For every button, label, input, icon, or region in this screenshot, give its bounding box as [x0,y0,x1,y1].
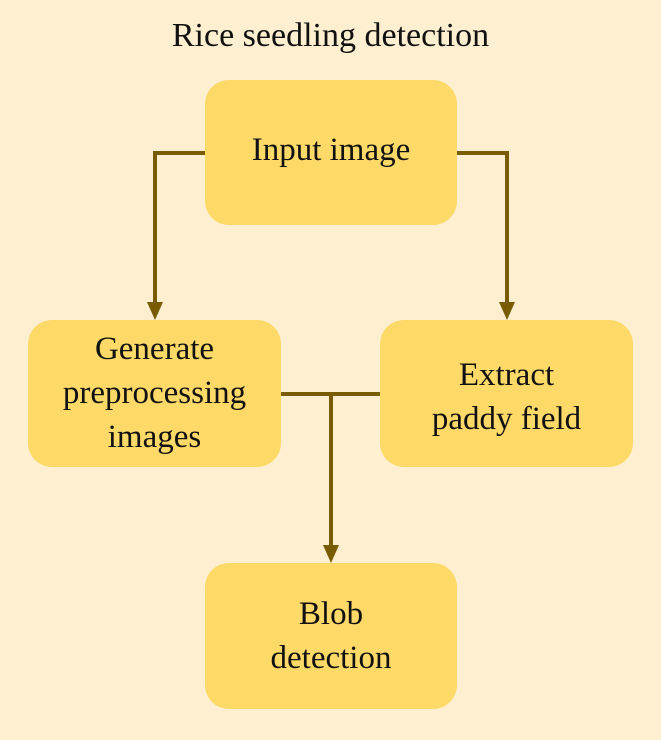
node-blob-line-2: detection [270,640,392,676]
node-blob-line-1: Blob [298,596,364,632]
edge-input-to-generate [153,151,205,303]
node-extract-line-1: Extract [458,356,555,393]
diagram-title: Rice seedling detection [171,17,490,54]
node-generate-line-3: images [107,418,202,455]
node-input-image: Input image [205,80,457,225]
node-input-image-label: Input image [252,128,411,172]
node-extract-paddy-field: Extract paddy field [380,320,633,467]
node-extract-line-2: paddy field [431,400,582,437]
node-blob-label: Blob detection [271,592,392,680]
arrowhead-extract [499,302,515,320]
node-generate-line-2: preprocessing [62,374,247,411]
node-blob-detection: Blob detection [205,563,457,709]
node-generate-preprocessing-images: Generate preprocessing images [28,320,281,467]
arrowhead-blob [323,545,339,563]
node-generate-line-1: Generate [94,330,215,367]
arrowhead-generate [147,302,163,320]
node-extract-label: Extract paddy field [432,353,581,441]
edge-input-to-extract [457,151,509,303]
node-input-image-text: Input image [251,131,411,168]
node-generate-label: Generate preprocessing images [63,327,246,459]
